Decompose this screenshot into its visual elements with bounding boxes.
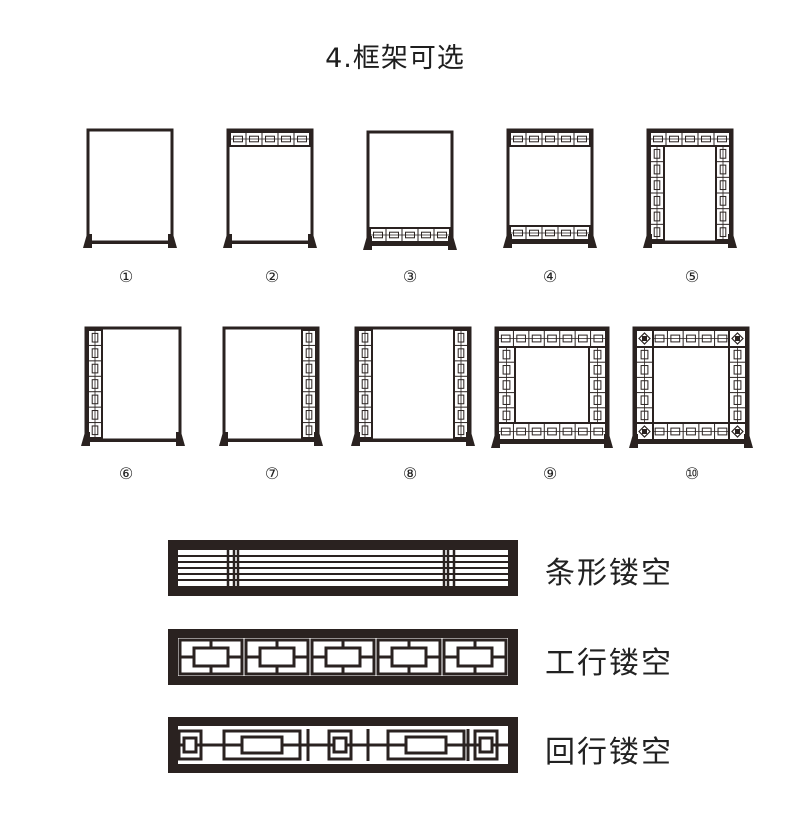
lattice-band-top — [229, 131, 311, 147]
frame-bottom-rail — [85, 241, 175, 244]
frame-foot-right — [168, 234, 177, 248]
gong-lattice — [178, 638, 508, 676]
frame-bottom-rail — [225, 241, 315, 244]
lattice-band-bottom — [509, 225, 591, 241]
page-title: 4.框架可选 — [325, 43, 465, 74]
frame-foot-right — [308, 234, 317, 248]
frame-foot-left — [643, 234, 652, 248]
lattice-band-bottom — [369, 227, 451, 243]
frame-outline — [226, 128, 314, 244]
lattice-band-right — [715, 145, 731, 241]
option-number-7: ⑦ — [264, 464, 280, 483]
bar-lattice — [178, 550, 508, 586]
frame-foot-left — [219, 432, 228, 446]
frame-foot-left — [223, 234, 232, 248]
frame-outline — [506, 128, 594, 244]
lattice-band-left — [649, 145, 665, 241]
pattern-label-gong: 工行镂空 — [545, 646, 673, 681]
frame-foot-right — [176, 432, 185, 446]
frame-option-1[interactable] — [80, 128, 180, 252]
frame-foot-right — [604, 434, 613, 448]
option-number-4: ④ — [542, 267, 558, 286]
frame-foot-left — [491, 434, 500, 448]
lattice-band-bottom — [497, 422, 607, 441]
frame-foot-left — [81, 432, 90, 446]
frame-foot-left — [629, 434, 638, 448]
frame-option-2[interactable] — [220, 128, 320, 252]
frame-bottom-rail — [83, 439, 183, 442]
frame-bottom-rail — [221, 439, 321, 442]
frame-foot-left — [351, 432, 360, 446]
corner-medallion-bottom-left — [635, 422, 654, 441]
lattice-band-top — [497, 329, 607, 348]
lattice-band-left — [357, 329, 373, 439]
pattern-strip-gong[interactable] — [168, 629, 518, 685]
frame-foot-left — [503, 234, 512, 248]
frame-option-4[interactable] — [500, 128, 600, 252]
pattern-label-bars: 条形镂空 — [545, 556, 673, 591]
lattice-band-right — [301, 329, 317, 439]
pattern-strip-bars[interactable] — [168, 540, 518, 596]
option-number-6: ⑥ — [118, 464, 134, 483]
hui-lattice — [177, 726, 508, 764]
corner-medallion-top-right — [728, 329, 747, 348]
option-number-5: ⑤ — [684, 267, 700, 286]
pattern-strip-hui[interactable] — [168, 717, 518, 773]
frame-option-5[interactable] — [640, 128, 740, 252]
frame-bottom-rail — [365, 243, 455, 246]
option-number-2: ② — [264, 267, 280, 286]
frame-option-7[interactable] — [216, 326, 326, 450]
frame-options-grid: ① ② ③ ④ ⑤ ⑥ ⑦ ⑧ ⑨ ⑩ — [78, 128, 756, 483]
frame-option-10[interactable] — [626, 326, 756, 452]
frame-foot-right — [744, 434, 753, 448]
frame-foot-right — [466, 432, 475, 446]
frame-bottom-rail — [645, 241, 735, 244]
frame-outline — [354, 326, 472, 442]
lattice-band-left — [497, 346, 516, 424]
option-number-1: ① — [118, 267, 134, 286]
lattice-band-right — [588, 346, 607, 424]
frame-foot-left — [83, 234, 92, 248]
corner-medallion-bottom-right — [728, 422, 747, 441]
lattice-band-top — [649, 131, 731, 147]
lattice-band-right — [728, 346, 747, 424]
frame-foot-right — [448, 236, 457, 250]
frame-bottom-rail — [493, 441, 611, 444]
frame-option-9[interactable] — [488, 326, 616, 452]
frame-bottom-rail — [353, 439, 473, 442]
option-number-3: ③ — [402, 267, 418, 286]
frame-option-6[interactable] — [78, 326, 188, 450]
frame-foot-right — [728, 234, 737, 248]
frame-foot-right — [588, 234, 597, 248]
frame-option-3[interactable] — [360, 130, 460, 254]
frame-outline — [366, 130, 454, 246]
lattice-band-top — [509, 131, 591, 147]
pattern-label-hui: 回行镂空 — [545, 735, 673, 770]
frame-bottom-rail — [505, 241, 595, 244]
lattice-band-left — [635, 346, 654, 424]
frame-bottom-rail — [631, 441, 751, 444]
frame-outline — [86, 128, 174, 244]
lattice-band-right — [453, 329, 469, 439]
corner-medallion-top-left — [635, 329, 654, 348]
option-number-8: ⑧ — [402, 464, 418, 483]
frame-foot-right — [314, 432, 323, 446]
option-number-9: ⑨ — [542, 464, 558, 483]
frame-option-8[interactable] — [348, 326, 478, 450]
lattice-band-left — [87, 329, 103, 439]
frame-foot-left — [363, 236, 372, 250]
option-number-10: ⑩ — [684, 464, 700, 483]
